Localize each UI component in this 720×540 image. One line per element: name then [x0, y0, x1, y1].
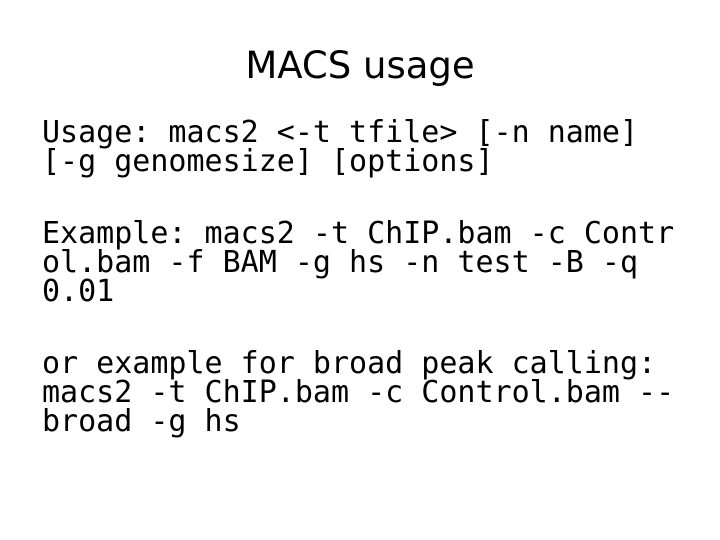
example-broad-paragraph: or example for broad peak calling: macs2…: [42, 346, 675, 439]
page-title: MACS usage: [245, 44, 475, 87]
usage-paragraph: Usage: macs2 <-t tfile> [-n name] [-g ge…: [42, 115, 657, 179]
example-standard-paragraph: Example: macs2 -t ChIP.bam -c Control.ba…: [42, 216, 675, 309]
slide-body-content: Usage: macs2 <-t tfile> [-n name] [-g ge…: [42, 115, 690, 439]
